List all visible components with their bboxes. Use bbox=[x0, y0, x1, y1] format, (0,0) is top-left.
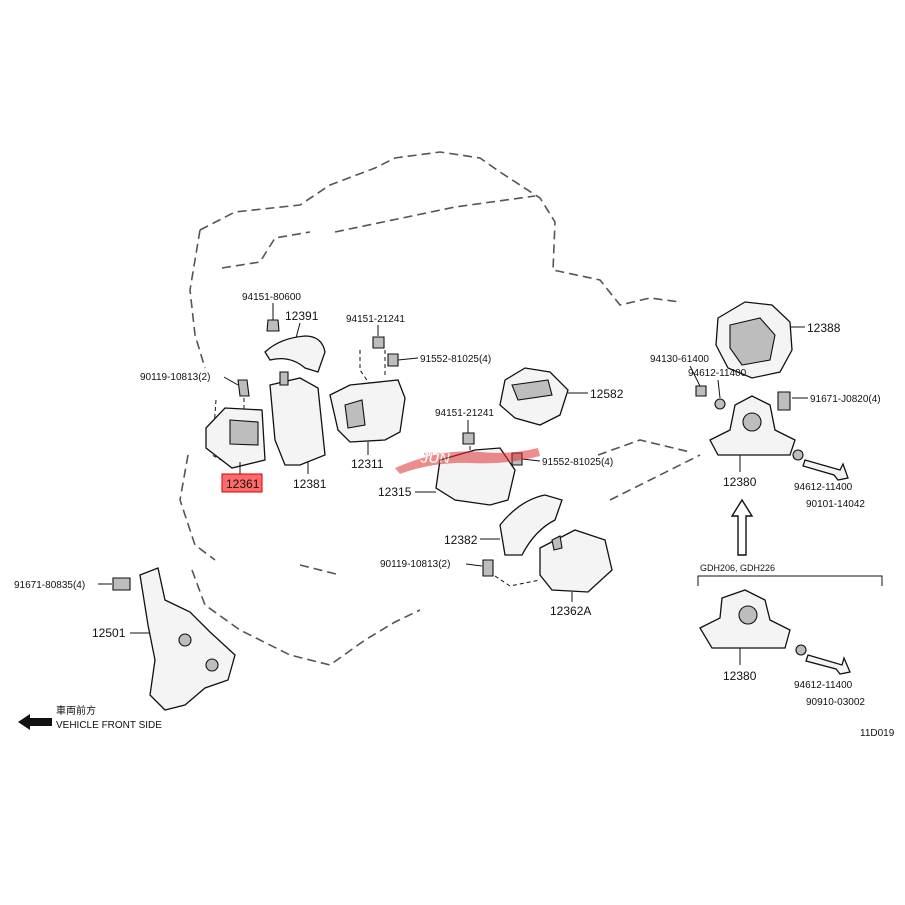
bracket-12311-shape bbox=[329, 379, 406, 443]
label-91552-81025-b[interactable]: 91552-81025(4) bbox=[542, 457, 613, 468]
stopper-12382-shape bbox=[499, 494, 563, 556]
part-group-12361: 90119-10813(2) 12361 bbox=[140, 372, 266, 493]
insulator-block-shape bbox=[229, 419, 259, 446]
label-12388[interactable]: 12388 bbox=[807, 321, 841, 335]
bolt-icon bbox=[237, 379, 250, 397]
washer-icon bbox=[714, 398, 726, 410]
label-12362A[interactable]: 12362A bbox=[550, 604, 591, 618]
bracket-face-shape bbox=[344, 399, 366, 429]
bolt-long-shape bbox=[802, 459, 849, 481]
nut-icon bbox=[266, 319, 280, 332]
label-12361[interactable]: 12361 bbox=[226, 477, 260, 491]
bracket-hole-icon bbox=[178, 633, 192, 647]
bolt-icon bbox=[482, 559, 494, 577]
watermark-logo: JUN bbox=[395, 448, 540, 474]
damper-face-shape bbox=[511, 379, 553, 401]
bracket-hole-icon bbox=[205, 658, 219, 672]
part-group-12362A: 90119-10813(2) 12362A bbox=[380, 529, 613, 618]
watermark-text: JUN bbox=[420, 450, 451, 467]
label-91671-80835[interactable]: 91671-80835(4) bbox=[14, 580, 85, 591]
label-12311[interactable]: 12311 bbox=[351, 457, 384, 471]
label-94612-11400-b[interactable]: 94612-11400 bbox=[794, 482, 853, 493]
label-90101-14042[interactable]: 90101-14042 bbox=[806, 499, 865, 510]
label-90910-03002[interactable]: 90910-03002 bbox=[806, 697, 865, 708]
arrow-left-icon bbox=[18, 714, 52, 730]
label-12315[interactable]: 12315 bbox=[378, 485, 412, 499]
label-94612-11400-a[interactable]: 94612-11400 bbox=[688, 368, 747, 379]
label-94151-21241-a[interactable]: 94151-21241 bbox=[346, 314, 405, 325]
variant-note: GDH206, GDH226 bbox=[700, 563, 775, 573]
washer-icon bbox=[695, 385, 707, 397]
part-group-12582: 12582 bbox=[499, 367, 624, 426]
damper-inner-shape bbox=[729, 317, 776, 366]
label-12382[interactable]: 12382 bbox=[444, 533, 478, 547]
washer-icon bbox=[795, 644, 807, 656]
label-94612-11400-c[interactable]: 94612-11400 bbox=[794, 680, 853, 691]
label-12380-a[interactable]: 12380 bbox=[723, 475, 757, 489]
engine-outline bbox=[179, 151, 701, 666]
highlight-12361 bbox=[221, 473, 263, 493]
label-91552-81025-a[interactable]: 91552-81025(4) bbox=[420, 354, 491, 365]
stud-icon bbox=[551, 535, 563, 551]
bolt-icon bbox=[112, 577, 131, 591]
part-group-12382: 12382 bbox=[444, 494, 563, 556]
label-90119-10813-b[interactable]: 90119-10813(2) bbox=[380, 559, 450, 570]
label-12501[interactable]: 12501 bbox=[92, 626, 126, 640]
label-94151-21241-b[interactable]: 94151-21241 bbox=[435, 408, 494, 419]
washer-icon bbox=[792, 449, 804, 461]
arrow-up-icon bbox=[730, 498, 754, 556]
insulator-12381-shape bbox=[269, 377, 326, 466]
label-94130-61400[interactable]: 94130-61400 bbox=[650, 354, 709, 365]
label-90119-10813-a[interactable]: 90119-10813(2) bbox=[140, 372, 210, 383]
label-94151-80600[interactable]: 94151-80600 bbox=[242, 292, 301, 303]
insulator-core-icon bbox=[738, 605, 758, 625]
part-group-12388: 12388 bbox=[715, 301, 841, 379]
label-12381[interactable]: 12381 bbox=[293, 477, 327, 491]
variant-bracket: GDH206, GDH226 bbox=[697, 563, 883, 586]
label-91671-J0820[interactable]: 91671-J0820(4) bbox=[810, 394, 881, 405]
part-group-12381: 12381 bbox=[269, 371, 327, 491]
mount-cover-shape bbox=[264, 335, 326, 373]
nut-icon bbox=[462, 432, 475, 445]
part-group-12380-lower: 12380 94612-11400 90910-03002 bbox=[699, 589, 865, 708]
label-12380-b[interactable]: 12380 bbox=[723, 669, 757, 683]
part-group-12311: 94151-21241 91552-81025(4) 12311 bbox=[329, 314, 491, 471]
bolt-icon bbox=[387, 353, 399, 367]
bolt-long-shape bbox=[805, 654, 851, 675]
direction-label-jp: 車両前方 bbox=[56, 704, 96, 717]
nut-icon bbox=[372, 336, 385, 349]
insulator-12362A-shape bbox=[539, 529, 613, 593]
part-group-12380-upper: 94130-61400 94612-11400 91671-J0820(4) 1… bbox=[650, 354, 881, 510]
direction-label-en: VEHICLE FRONT SIDE bbox=[56, 720, 162, 731]
label-12391[interactable]: 12391 bbox=[285, 309, 319, 323]
diagram-code: 11D019 bbox=[860, 728, 895, 739]
label-12582[interactable]: 12582 bbox=[590, 387, 624, 401]
stud-icon bbox=[279, 371, 289, 386]
insulator-core-icon bbox=[742, 412, 762, 432]
part-group-12391: 94151-80600 12391 bbox=[242, 292, 326, 373]
front-direction-indicator: 車両前方 VEHICLE FRONT SIDE bbox=[18, 704, 162, 731]
bolt-icon bbox=[777, 391, 791, 411]
part-group-12501: 91671-80835(4) 12501 bbox=[14, 567, 236, 711]
